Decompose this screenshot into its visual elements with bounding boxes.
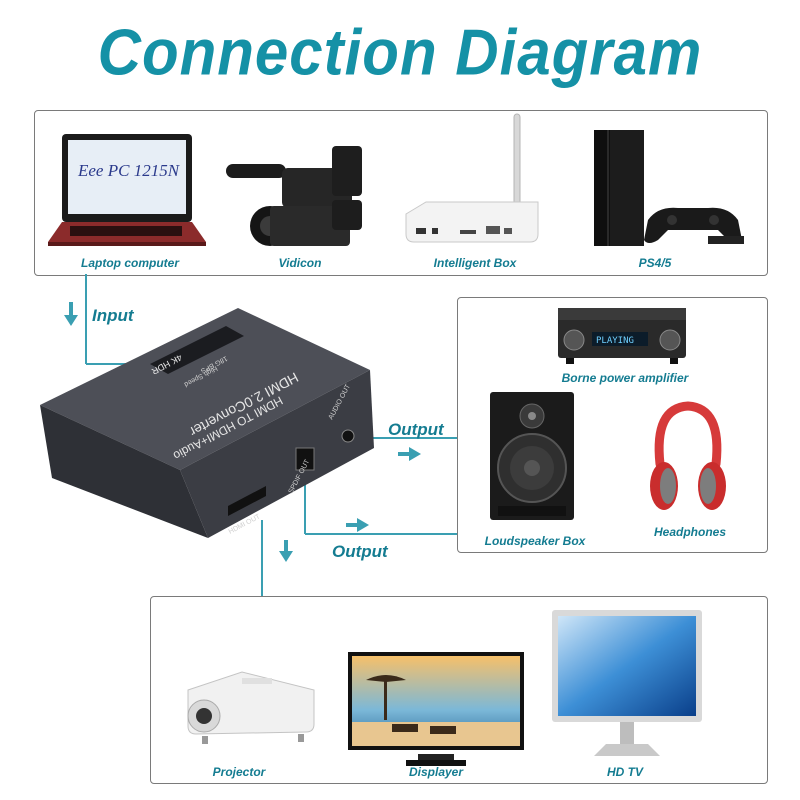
- hdmi-port-icon: [228, 486, 266, 516]
- output-label-displayer: Displayer: [408, 765, 464, 779]
- output-label-hdtv: HD TV: [607, 765, 643, 779]
- output-label-spdif: Output: [332, 542, 388, 561]
- amplifier-display: PLAYING: [596, 336, 634, 346]
- laptop-icon: Eee PC 1215N: [48, 130, 208, 250]
- svg-text:Eee PC 1215N: Eee PC 1215N: [77, 161, 181, 180]
- hdmi-arrow-icon: [279, 540, 293, 562]
- tv-icon: [548, 606, 706, 764]
- game-console-icon: [588, 124, 748, 250]
- output-label-loudspeaker: Loudspeaker Box: [484, 534, 586, 548]
- router-box-icon: [402, 110, 542, 250]
- output-label-headphones: Headphones: [653, 525, 726, 539]
- output-arrow-icon-audio: [398, 447, 421, 461]
- diagram-title: Connection Diagram: [97, 16, 703, 89]
- projector-icon: [172, 660, 322, 750]
- monitor-icon: [346, 650, 526, 770]
- output-arrow-icon-spdif: [346, 518, 369, 532]
- audio-port-icon: [341, 429, 355, 443]
- headphones-icon: [646, 398, 730, 520]
- hdmi-converter-device: 4K HDR 18G BPS High Speed HDMI 2.0Conver…: [30, 300, 380, 550]
- source-label-vidicon: Vidicon: [278, 256, 322, 270]
- output-label-amplifier: Borne power amplifier: [561, 371, 689, 385]
- speaker-icon: [484, 388, 580, 530]
- video-camera-icon: [222, 140, 372, 250]
- input-arrow-icon: [64, 302, 78, 326]
- output-label-projector: Projector: [212, 765, 266, 779]
- amplifier-icon: PLAYING: [554, 304, 690, 366]
- spdif-port-icon: [295, 447, 315, 471]
- source-label-laptop: Laptop computer: [81, 256, 179, 270]
- source-label-ps: PS4/5: [638, 256, 672, 270]
- source-label-intelligent-box: Intelligent Box: [433, 256, 517, 270]
- output-label-audio: Output: [388, 420, 444, 439]
- input-label: Input: [92, 306, 134, 325]
